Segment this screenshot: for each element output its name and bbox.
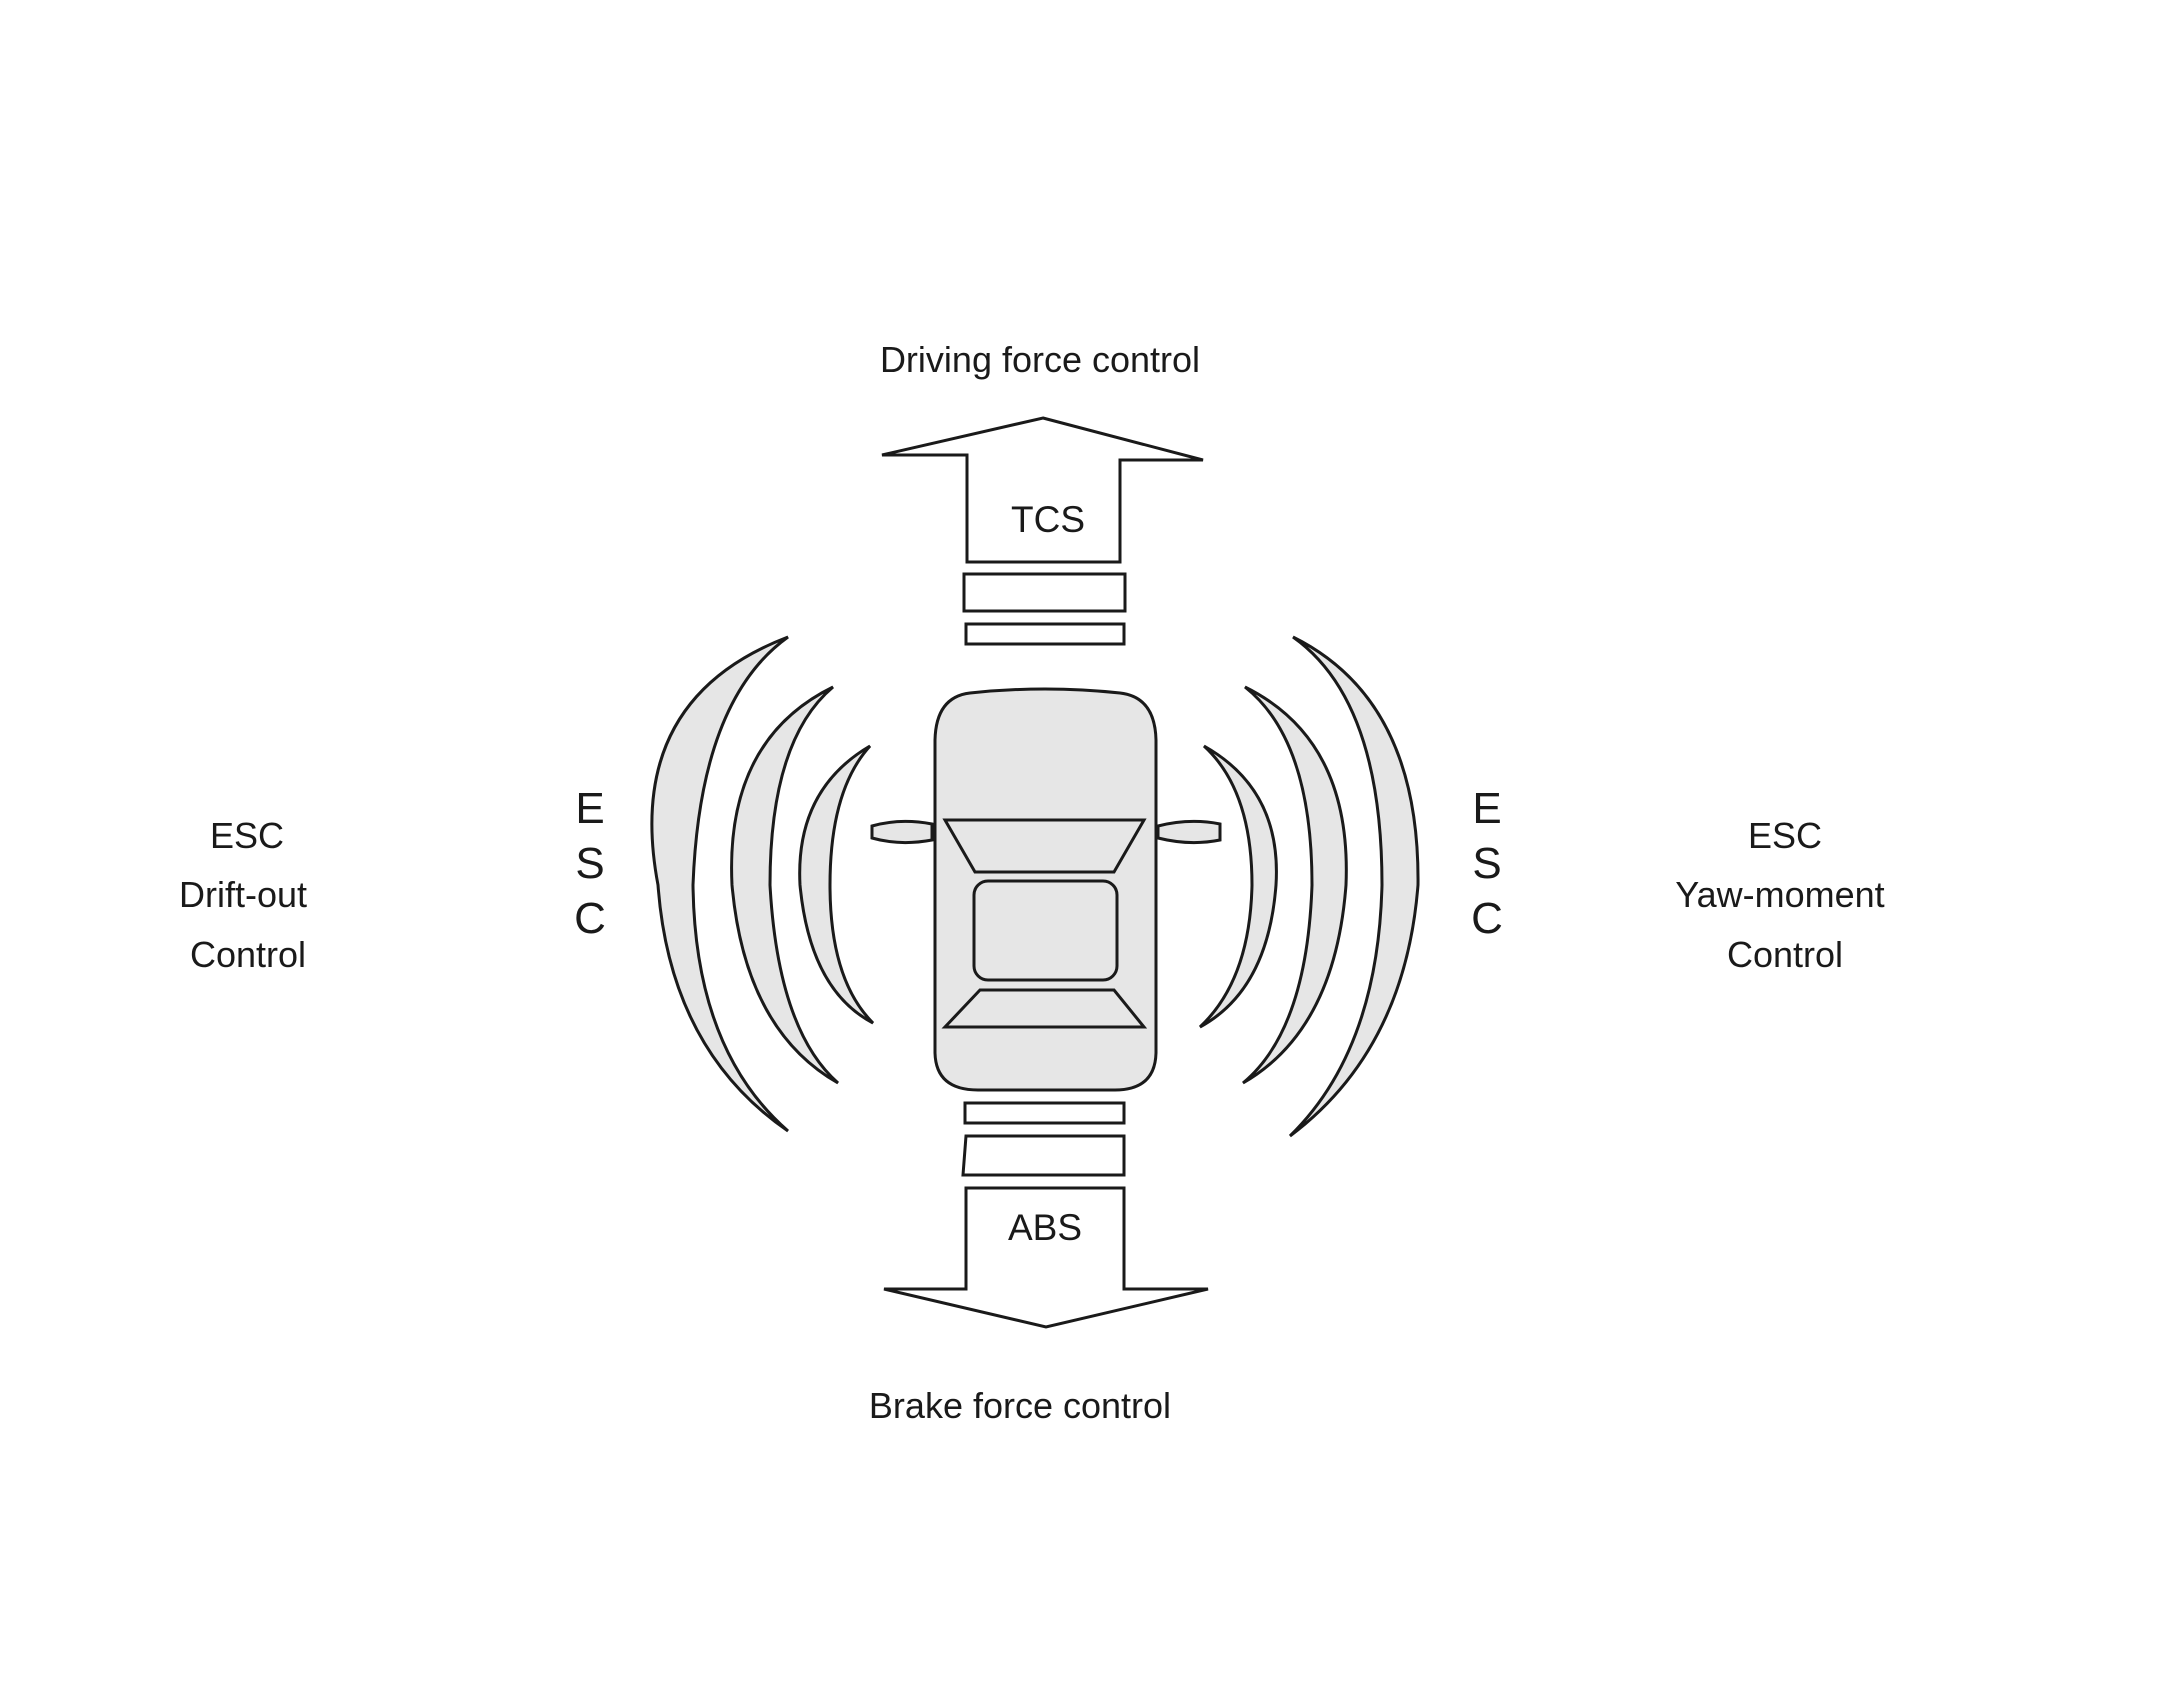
right-esc-letter-s: S [1472, 839, 1501, 888]
right-esc-vertical: E S C [1471, 784, 1503, 943]
driving-force-label: Driving force control [880, 339, 1200, 380]
left-block-label: ESC Drift-out Control [179, 815, 307, 975]
windshield [942, 818, 1147, 874]
right-esc-letter-c: C [1471, 894, 1503, 943]
left-mirror [870, 819, 934, 845]
tcs-label: TCS [1011, 499, 1085, 540]
right-block-line-2: Yaw-moment [1675, 874, 1884, 915]
rear-window [941, 988, 1148, 1029]
right-wave-outer [1288, 635, 1420, 1138]
up-arrow [881, 416, 1204, 564]
left-esc-letter-c: C [574, 894, 606, 943]
bottom-bar-small [963, 1101, 1126, 1125]
top-bar-large [962, 572, 1127, 613]
right-wave-middle [1242, 685, 1348, 1085]
left-wave-outer [650, 635, 789, 1133]
left-wave-inner [798, 744, 875, 1025]
right-esc-letter-e: E [1472, 784, 1501, 833]
right-mirror [1156, 819, 1222, 845]
right-block-line-3: Control [1727, 934, 1843, 975]
left-waves [650, 635, 875, 1133]
left-block-line-2: Drift-out [179, 874, 307, 915]
down-arrow [883, 1186, 1209, 1329]
right-block-line-1: ESC [1748, 815, 1822, 856]
car-roof [972, 879, 1119, 982]
left-esc-letter-e: E [575, 784, 604, 833]
right-waves [1198, 635, 1420, 1138]
abs-label: ABS [1008, 1207, 1082, 1248]
left-block-line-1: ESC [210, 815, 284, 856]
brake-force-label: Brake force control [869, 1385, 1171, 1426]
left-esc-letter-s: S [575, 839, 604, 888]
left-block-line-3: Control [190, 934, 306, 975]
right-wave-inner [1198, 744, 1278, 1029]
left-esc-vertical: E S C [574, 784, 606, 943]
right-block-label: ESC Yaw-moment Control [1675, 815, 1884, 975]
bottom-bar-large [961, 1134, 1126, 1177]
left-wave-middle [730, 685, 839, 1085]
top-bar-small [964, 622, 1126, 646]
car [870, 687, 1222, 1092]
